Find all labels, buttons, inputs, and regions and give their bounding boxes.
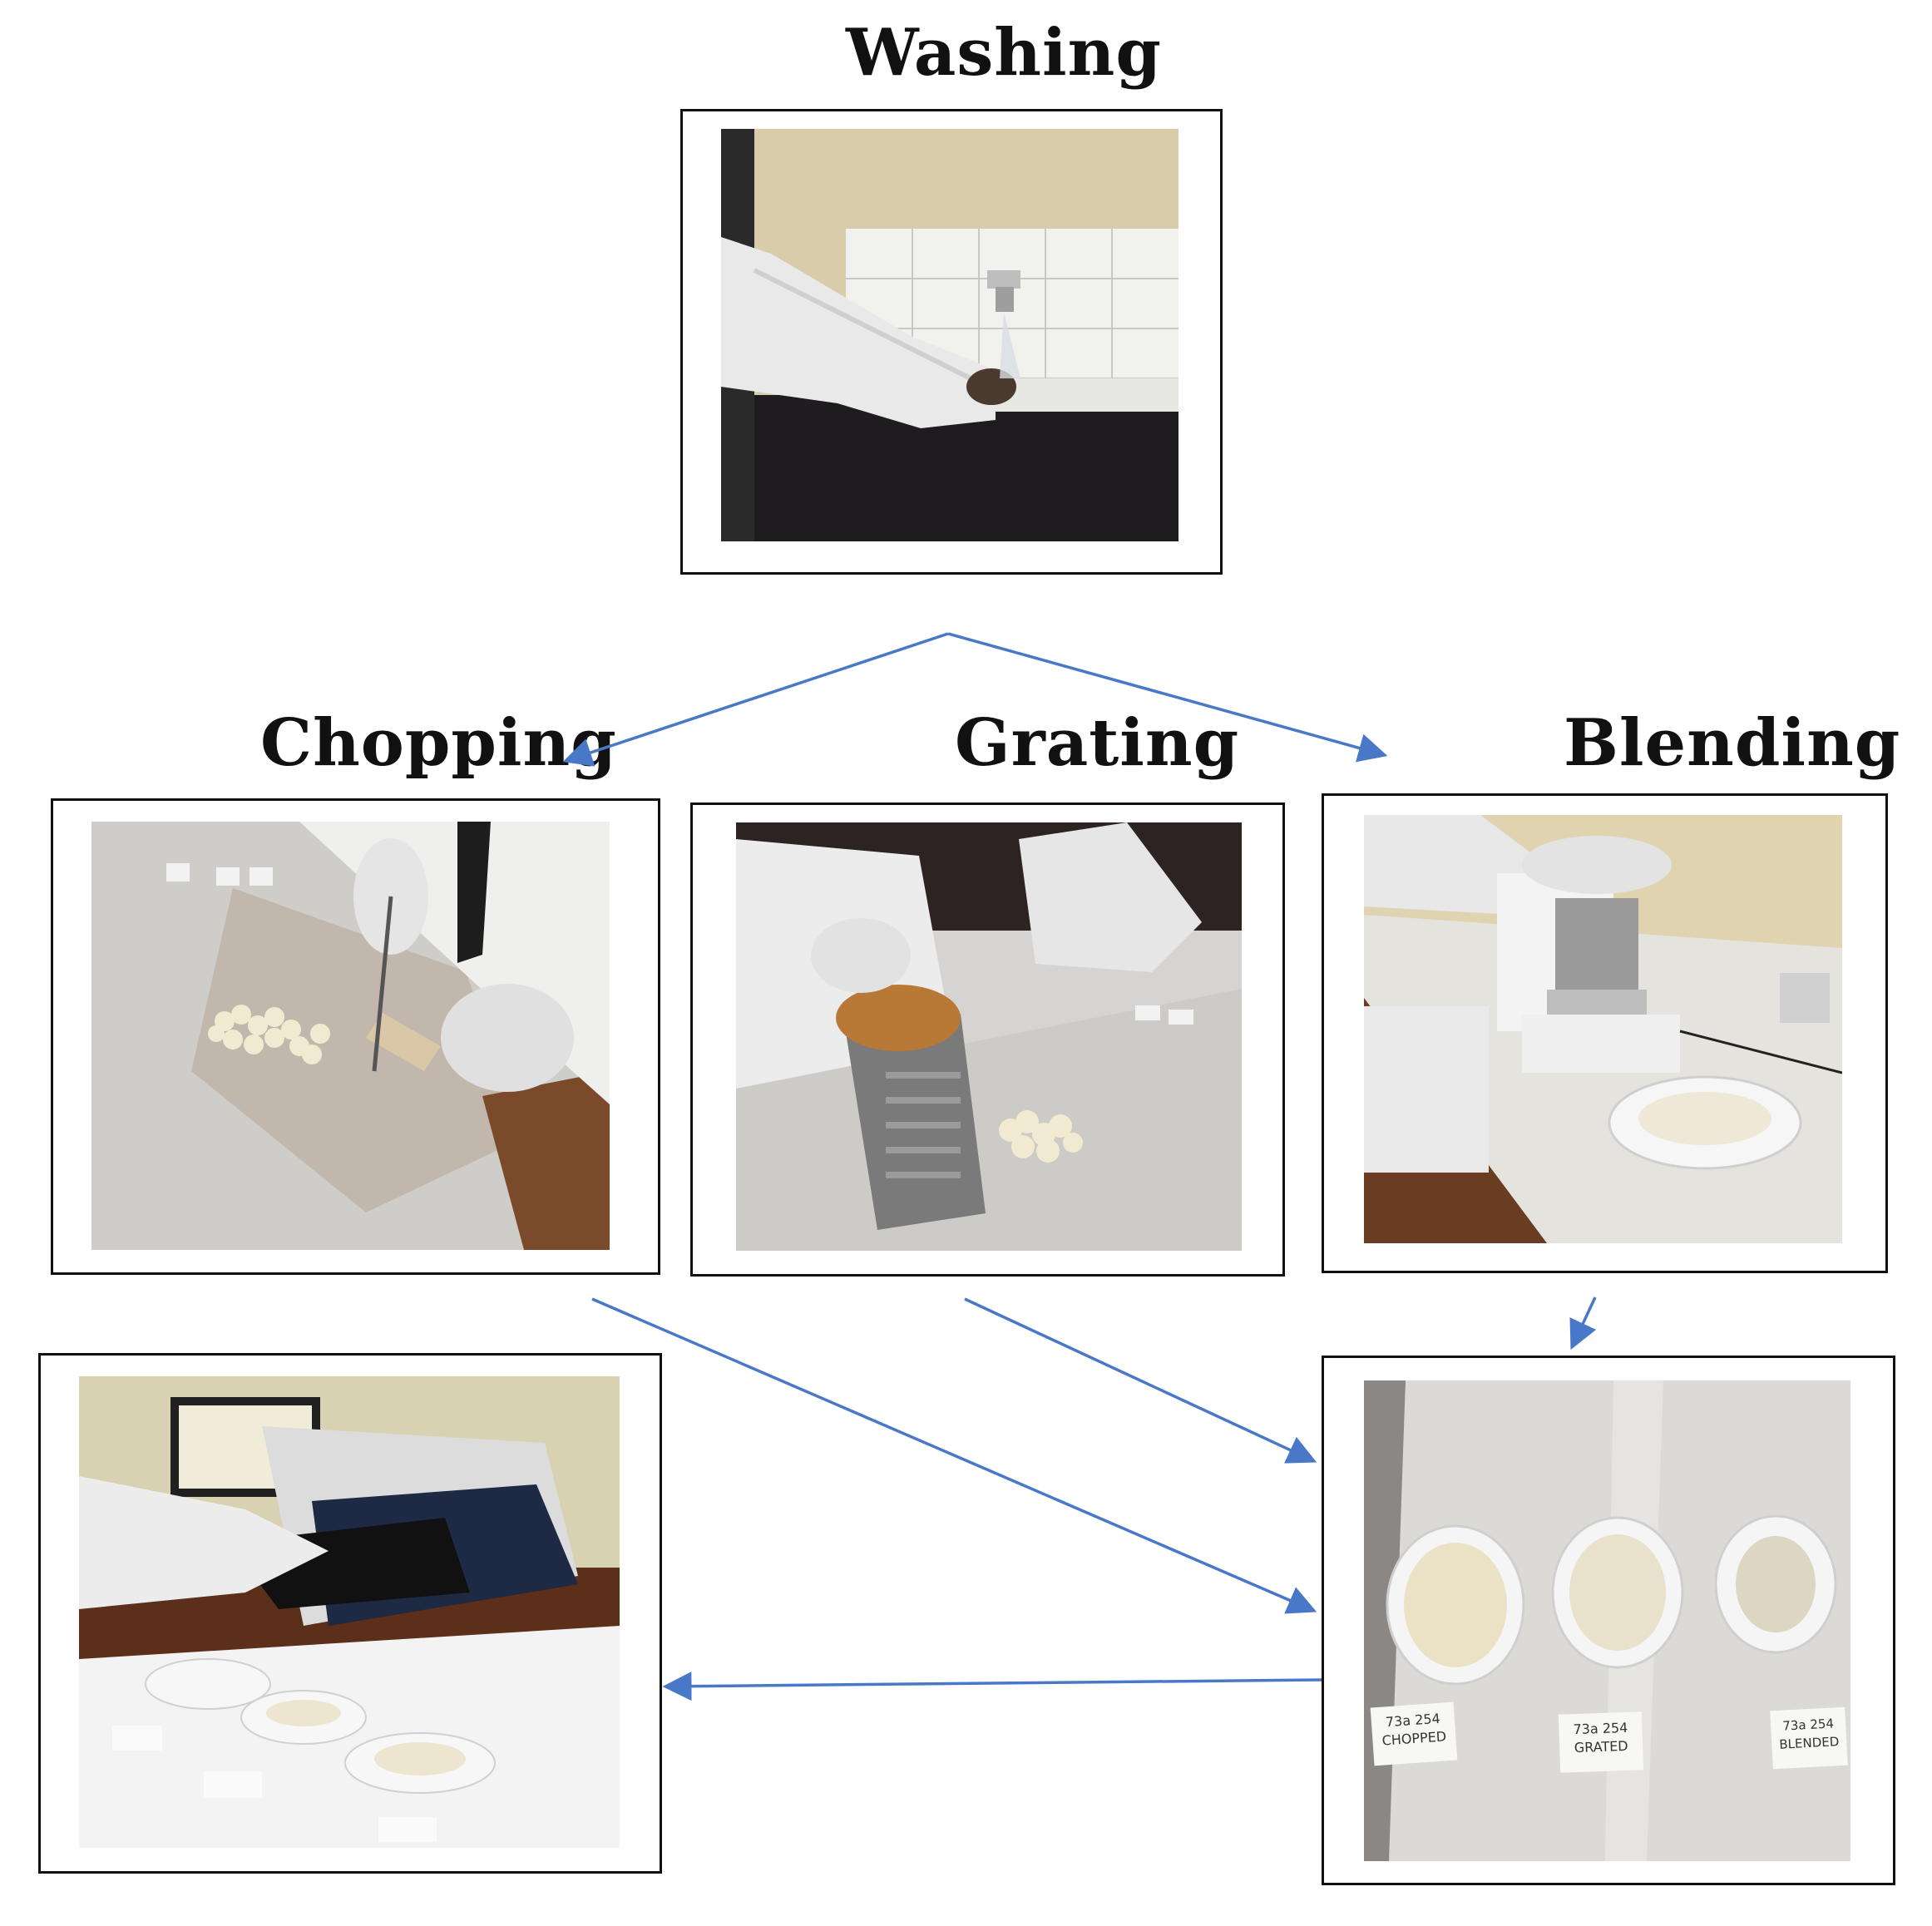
arrow-grating-to-samples: [964, 1297, 1317, 1464]
grating-label: Grating: [955, 705, 1240, 781]
sample-card-blended: 73a 254 BLENDED: [1770, 1706, 1848, 1770]
sample-card-chopped: 73a 254 CHOPPED: [1370, 1701, 1458, 1766]
arrow-samples-to-analysis: [662, 1672, 1322, 1701]
arrow-blending-to-samples: [1569, 1296, 1597, 1351]
arrow-chopping-to-samples: [591, 1297, 1317, 1614]
samples-photo: 73a 254 CHOPPED 73a 254 GRATED 73a 254 B…: [1364, 1380, 1850, 1861]
grating-photo: [736, 822, 1242, 1251]
chopping-label: Chopping: [260, 705, 617, 781]
analysis-photo: [79, 1376, 620, 1848]
washing-photo: [721, 129, 1178, 541]
blending-label: Blending: [1564, 705, 1901, 781]
chopping-photo: [91, 822, 610, 1250]
blending-photo: [1364, 815, 1842, 1243]
washing-label: Washing: [846, 15, 1162, 91]
arrow-washing-to-chopping: [562, 632, 949, 767]
sample-card-grated: 73a 254 GRATED: [1558, 1711, 1644, 1773]
